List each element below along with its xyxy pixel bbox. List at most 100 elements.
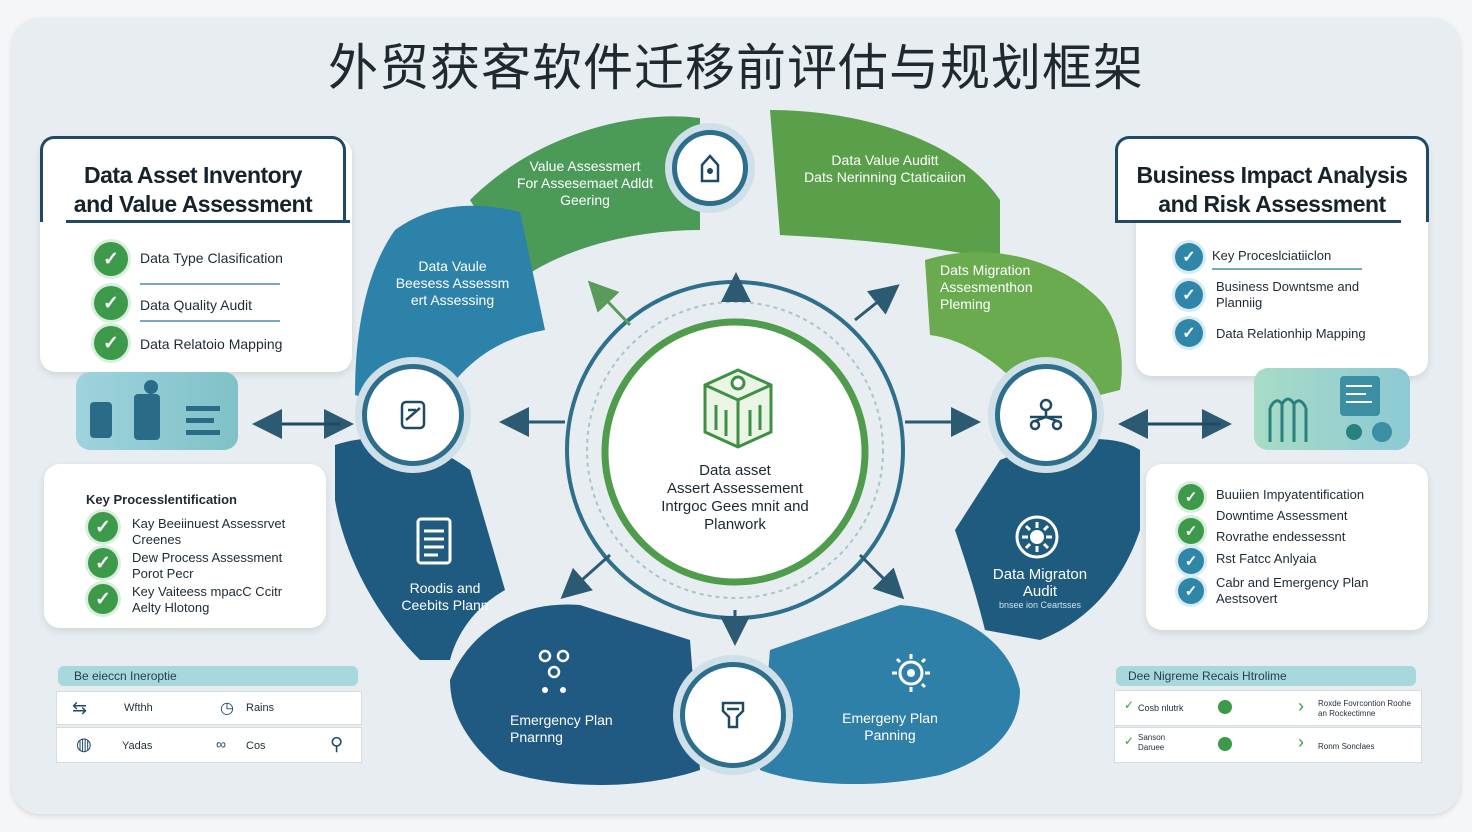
check-icon: ✓ <box>88 548 118 578</box>
database-illustration <box>76 372 238 450</box>
arrow-bottom-right <box>858 553 905 600</box>
right-lower-item-2: Downtime Assessment <box>1216 508 1348 523</box>
left-lower-item-3: Key Vaiteess mpacC Ccitr Aelty Hlotong <box>132 584 283 615</box>
divider <box>140 320 280 322</box>
left-card-item-2: Data Quality Audit <box>140 297 253 313</box>
divider <box>1212 268 1362 270</box>
segment-bottom-right <box>760 605 1020 785</box>
check-icon: ✓ <box>94 326 128 360</box>
segment-left-lower <box>335 438 505 660</box>
right-legend-row-2 <box>1114 727 1422 763</box>
segment-top-right <box>770 110 1000 260</box>
left-lower-heading: Key Processlentification <box>86 492 237 507</box>
check-icon: ✓ <box>94 286 128 320</box>
check-icon: ✓ <box>1178 578 1204 604</box>
right-card-item-1: Key Proceslciatiiclon <box>1212 248 1332 263</box>
left-legend-row-2-a: Yadas <box>122 740 153 752</box>
right-legend-row-2-b: Ronm Sonclaes <box>1318 742 1375 751</box>
segment-label-bottom-right: Emergeny Plan Panning <box>842 710 938 743</box>
segment-label-left-upper: Data Vaule Beesess Assessm ert Assessing <box>395 258 510 308</box>
center-line-1: Data asset <box>699 462 771 479</box>
segment-label-top-left: Value Assessmert For Assesemaet Adldt Ge… <box>516 158 654 208</box>
right-card-item-2: Business Downtsme and Planniig <box>1216 279 1360 310</box>
right-legend-row-1 <box>1114 690 1422 726</box>
check-icon: ✓ <box>1175 243 1203 271</box>
arrow-top-left <box>587 280 632 327</box>
left-legend-row-1-a: Wfthh <box>124 702 153 714</box>
data-box-icon <box>703 368 773 449</box>
right-lower-item-5: Cabr and Emergency Plan Aestsovert <box>1216 575 1369 606</box>
left-legend-row-1 <box>56 691 362 725</box>
right-lower-item-4: Rst Fatcc Anlyaia <box>1216 551 1317 566</box>
check-icon: ✓ <box>1175 319 1203 347</box>
check-mark-icon: ✓ <box>1124 734 1135 748</box>
left-legend-header: Be eieccn Ineroptie <box>58 666 358 686</box>
center-line-4: Planwork <box>704 516 766 533</box>
check-icon: ✓ <box>1175 281 1203 309</box>
status-dot-icon <box>1218 737 1232 751</box>
node-bottom[interactable] <box>680 662 786 768</box>
status-dot-icon <box>1218 700 1232 714</box>
network-people-icon <box>1029 398 1063 431</box>
segment-label-left-lower: Roodis and Ceebits Plann <box>401 580 489 613</box>
document-tag-icon <box>400 400 426 430</box>
check-icon: ✓ <box>88 584 118 614</box>
page-title: 外贸获客软件迁移前评估与规划框架 <box>328 39 1144 97</box>
check-icon: ✓ <box>1178 518 1204 544</box>
node-left[interactable] <box>362 364 464 466</box>
segment-label-right-lower-sub: bnsee ion Ceartsses <box>998 600 1082 610</box>
segment-label-right-lower-title: Data Migraton Audit <box>992 566 1088 600</box>
location-pin-icon: ⚲ <box>330 734 344 754</box>
gear-icon <box>1012 512 1062 562</box>
divider <box>140 283 280 285</box>
left-legend-row-2-b: Cos <box>246 740 266 752</box>
arrow-top-right <box>854 284 900 322</box>
check-icon: ✓ <box>1178 548 1204 574</box>
right-card-title-1: Business Impact Analysis <box>1136 162 1408 188</box>
right-card-header: Business Impact Analysis and Risk Assess… <box>1115 136 1429 222</box>
segment-right-lower <box>955 439 1140 640</box>
right-legend-row-1-a: Cosb nlutrk <box>1138 703 1184 713</box>
check-icon: ✓ <box>1178 484 1204 510</box>
link-icon: ∞ <box>216 736 226 752</box>
node-right[interactable] <box>995 364 1097 466</box>
center-label: Data asset Assert Assessement Intrgoc Ge… <box>600 462 870 534</box>
roadmap-icon <box>412 515 456 569</box>
check-mark-icon: ✓ <box>1124 698 1135 712</box>
right-card-title-underline <box>1115 220 1401 223</box>
dashed-ring <box>586 301 884 599</box>
left-card-header: Data Asset Inventory and Value Assessmen… <box>40 136 346 222</box>
left-card-title-underline <box>66 220 350 223</box>
globe-icon: ◍ <box>76 734 92 754</box>
swap-arrows-icon: ⇆ <box>72 698 88 718</box>
left-card-item-3: Data Relatoio Mapping <box>140 336 283 352</box>
server-illustration <box>1254 368 1410 450</box>
center-line-2: Assert Assessement <box>667 480 803 497</box>
left-card-title-2: and Value Assessment <box>73 191 313 217</box>
left-legend-row-2 <box>56 727 362 763</box>
center-line-3: Intrgoc Gees mnit and <box>661 498 809 515</box>
server-plan-icon <box>721 701 745 729</box>
segment-label-right-upper: Dats Migration Assesmenthon Pleming <box>940 262 1033 312</box>
chevron-right-icon: › <box>1298 696 1304 716</box>
node-top[interactable] <box>672 130 748 206</box>
segment-label-top-right: Data Value Auditt Dats Nerinning Ctatica… <box>804 152 966 185</box>
segment-bottom-left <box>450 604 700 785</box>
right-card-title-2: and Risk Assessment <box>1158 191 1386 217</box>
right-lower-item-1: Buuiien Impyatentification <box>1216 487 1365 502</box>
left-card-title-1: Data Asset Inventory <box>84 162 302 188</box>
chevron-right-icon: › <box>1298 732 1304 752</box>
left-legend-row-1-b: Rains <box>246 702 275 714</box>
lightbulb-icon <box>888 650 934 696</box>
right-legend-row-2-a: Sanson Daruee <box>1138 733 1166 752</box>
lock-icon <box>700 154 720 183</box>
people-group-icon <box>535 648 575 698</box>
right-card-item-3: Data Relationhip Mapping <box>1216 326 1366 341</box>
arrow-bottom-left <box>560 553 611 599</box>
center-ring-green <box>601 318 869 586</box>
left-lower-item-2: Dew Process Assessment Porot Pecr <box>132 550 283 581</box>
right-legend-header: Dee Nigreme Recais Htrolime <box>1116 666 1416 686</box>
segment-label-bottom-left: Emergency Plan Pnarnng <box>510 712 613 745</box>
segment-top-left <box>470 116 700 280</box>
left-card-item-1: Data Type Clasification <box>140 250 283 266</box>
